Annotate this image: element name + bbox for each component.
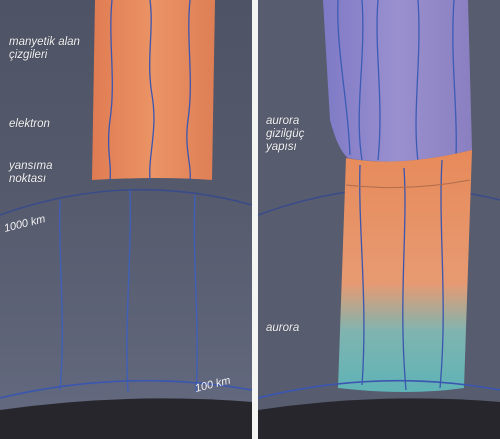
- potential-structure: [323, 0, 472, 162]
- label-aurora: aurora: [266, 322, 299, 335]
- label-potential-structure: aurora gizilgüç yapısı: [266, 115, 336, 154]
- label-magnetic-field-lines: manyetik alan çizgileri: [9, 36, 89, 62]
- left-panel: 1000 km 100 km manyetik alan çizgileri e…: [0, 0, 252, 439]
- label-mirror-point: yansıma noktası: [9, 160, 89, 186]
- right-panel: aurora gizilgüç yapısı aurora: [258, 0, 500, 439]
- label-electron: elektron: [9, 118, 50, 131]
- left-panel-graphic: 1000 km 100 km: [0, 0, 252, 439]
- right-panel-graphic: [258, 0, 500, 439]
